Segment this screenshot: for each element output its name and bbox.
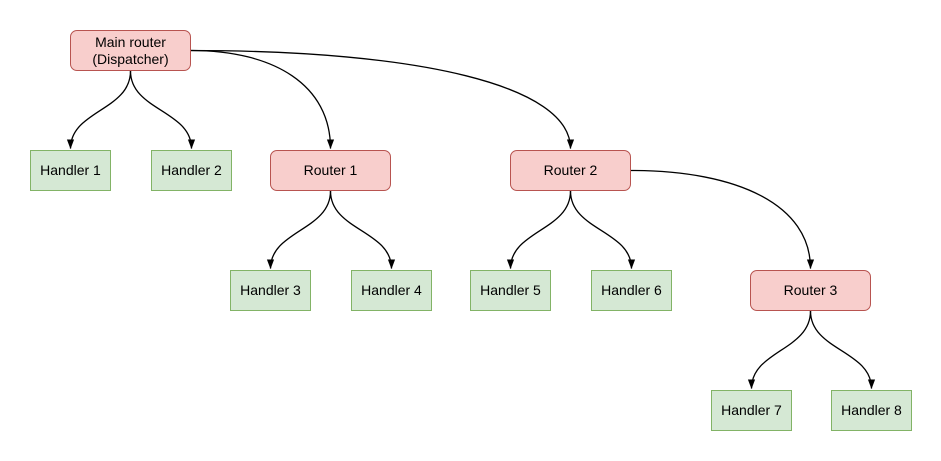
node-router-1[interactable]: Router 1 (270, 150, 391, 191)
node-handler-1[interactable]: Handler 1 (30, 150, 111, 191)
node-handler-3[interactable]: Handler 3 (230, 270, 311, 311)
node-main-router-dispatcher[interactable]: Main router (Dispatcher) (70, 30, 191, 71)
edge-r2-to-h5 (506, 190, 572, 270)
edge-r3-to-h7 (747, 310, 812, 390)
edge-main-to-h1 (66, 70, 132, 150)
node-router-2[interactable]: Router 2 (510, 150, 631, 191)
edge-r1-to-h4 (329, 190, 396, 270)
edge-r1-to-h3 (266, 190, 332, 270)
edge-r2-to-r3 (630, 169, 815, 270)
node-router-3[interactable]: Router 3 (750, 270, 871, 311)
edge-main-to-r2 (190, 49, 575, 150)
node-handler-4[interactable]: Handler 4 (351, 270, 432, 311)
edge-r3-to-h8 (809, 310, 876, 390)
edge-r2-to-h6 (569, 190, 636, 270)
node-handler-5[interactable]: Handler 5 (470, 270, 551, 311)
node-handler-7[interactable]: Handler 7 (711, 390, 792, 431)
node-handler-6[interactable]: Handler 6 (591, 270, 672, 311)
edge-main-to-r1 (190, 49, 335, 150)
edge-main-to-h2 (129, 70, 196, 150)
node-handler-2[interactable]: Handler 2 (151, 150, 232, 191)
node-handler-8[interactable]: Handler 8 (831, 390, 912, 431)
